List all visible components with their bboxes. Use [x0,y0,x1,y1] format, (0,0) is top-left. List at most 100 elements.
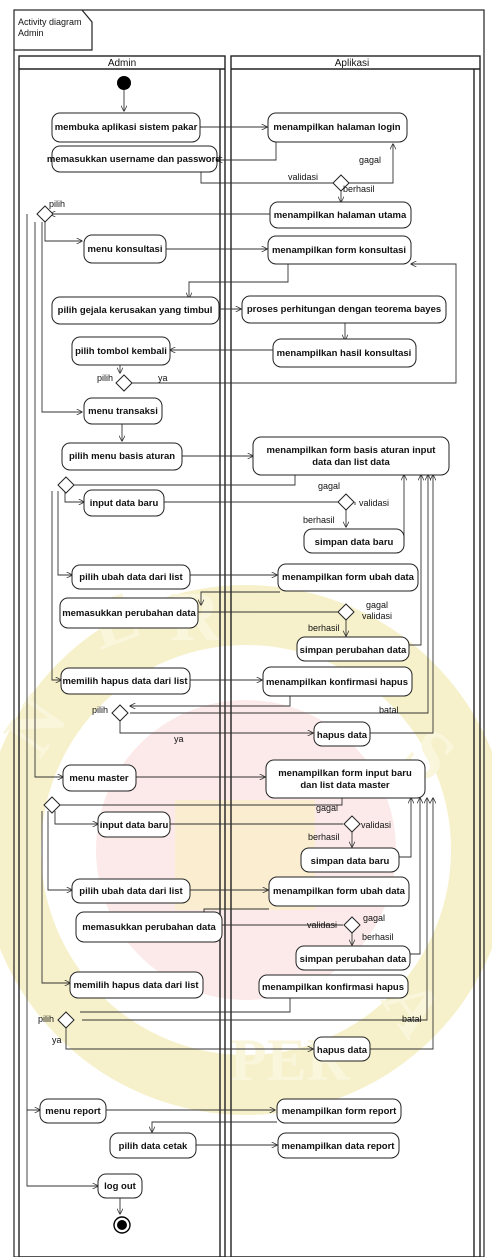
action-simpan-data-baru-2-label: simpan data baru [311,856,390,867]
end-node [113,1216,131,1234]
lane-aplikasi-label: Aplikasi [335,58,369,69]
action-konfirmasi-hapus-2-label: menampilkan konfirmasi hapus [262,982,404,993]
guard-gagal-2: gagal [318,481,340,491]
guard-berhasil-1: berhasil [343,184,375,194]
action-ubah-data-1 [71,564,191,590]
action-pilih-basis-aturan-label: pilih menu basis aturan [69,451,175,462]
action-simpan-data-baru-1-label: simpan data baru [315,537,394,548]
action-simpan-perubahan-2 [295,945,411,971]
action-hapus-data-1-label: memilih hapus data dari list [62,676,188,687]
action-simpan-data-baru-2 [300,847,400,873]
action-form-ubah-data-2 [268,876,410,907]
guard-pilih-3: pilih [92,705,108,715]
decision-basis [57,476,75,494]
action-log-out-label: log out [104,1181,136,1192]
action-perubahan-data-1-label: memasukkan perubahan data [62,608,196,619]
action-pilih-gejala [51,296,220,325]
action-form-report-label: menampilkan form report [282,1106,397,1117]
action-tampil-halaman-utama [269,201,412,229]
action-hasil-konsultasi-label: menampilkan hasil konsultasi [277,348,412,359]
decision-kembali [115,374,133,392]
action-perubahan-data-2-label: memasukkan perubahan data [82,922,216,933]
action-data-report [277,1132,400,1159]
guard-berhasil-4: berhasil [308,832,340,842]
action-simpan-perubahan-1-label: simpan perubahan data [300,645,407,656]
action-pilih-kembali-label: pilih tombol kembali [75,346,167,357]
action-buka-aplikasi-label: membuka aplikasi sistem pakar [55,122,198,133]
action-hapus-1-label: hapus data [317,730,368,741]
action-hapus-2-label: hapus data [317,1045,368,1056]
guard-pilih-2: pilih [97,373,113,383]
action-buka-aplikasi [51,112,201,143]
action-simpan-perubahan-2-label: simpan perubahan data [300,954,407,965]
action-form-basis-aturan-label-1: menampilkan form basis aturan input [267,445,437,456]
action-menu-konsultasi-label: menu konsultasi [88,244,163,255]
action-proses-bayes-label: proses perhitungan dengan teorema bayes [247,304,441,315]
title-line-2: Admin [18,28,44,38]
action-ubah-data-2-label: pilih ubah data dari list [79,886,183,897]
action-menu-master [62,764,137,792]
action-konfirmasi-hapus-1 [262,666,413,697]
decision-validasi-4 [343,916,361,934]
decision-login [332,174,350,192]
decision-validasi-1 [337,493,355,511]
action-perubahan-data-1 [59,597,199,629]
action-form-basis-aturan [252,436,450,476]
action-form-input-master [265,759,426,799]
action-konfirmasi-hapus-1-label: menampilkan konfirmasi hapus [266,677,408,688]
action-tampil-login-label: menampilkan halaman login [273,122,400,133]
action-menu-report [39,1098,107,1124]
action-input-data-baru-1-label: input data baru [90,498,159,509]
action-ubah-data-2 [71,878,191,904]
action-form-input-master-label-1: menampilkan form input baru [278,768,412,779]
action-hapus-data-2-label: memilih hapus data dari list [73,980,199,991]
lane-aplikasi: Aplikasi [230,55,481,1257]
diagram-frame [13,9,485,1257]
action-form-input-master-label-2: dan list data master [300,780,390,791]
action-input-data-baru-2 [97,811,171,838]
action-hapus-data-1 [60,667,191,695]
action-data-report-label: menampilkan data report [282,1141,396,1152]
action-hapus-data-2 [69,971,204,999]
action-masukkan-login-label: memasukkan username dan password [47,154,221,165]
guard-gagal-3: gagal [366,600,388,610]
action-tampil-form-konsultasi-label: menampilkan form konsultasi [272,245,406,256]
action-pilih-kembali [71,336,171,366]
action-pilih-data-cetak [109,1132,197,1159]
action-ubah-data-1-label: pilih ubah data dari list [79,572,183,583]
action-tampil-login [267,112,408,143]
action-tampil-halaman-utama-label: menampilkan halaman utama [274,210,407,221]
lane-admin-label: Admin [108,58,136,69]
guard-batal-2: batal [402,1014,422,1024]
decision-master [43,796,61,814]
guard-validasi-2: validasi [359,498,389,508]
action-menu-master-label: menu master [69,773,128,784]
action-input-data-baru-1 [83,489,165,517]
action-log-out [97,1173,143,1199]
guard-validasi-1: validasi [288,172,318,182]
decision-hapus-1 [111,704,129,722]
action-proses-bayes [241,295,447,324]
guard-gagal-4: gagal [316,803,338,813]
action-konfirmasi-hapus-2 [258,974,409,999]
guard-validasi-4: validasi [361,820,391,830]
guard-validasi-5: validasi [307,920,337,930]
guard-pilih-1: pilih [49,199,65,209]
action-pilih-data-cetak-label: pilih data cetak [119,1141,188,1152]
action-pilih-basis-aturan [61,442,183,471]
action-input-data-baru-2-label: input data baru [100,820,169,831]
guard-ya-1: ya [158,373,168,383]
start-node [117,76,131,90]
action-form-basis-aturan-label-2: data dan list data [312,457,390,468]
action-menu-transaksi [83,397,163,425]
action-pilih-gejala-label: pilih gejala kerusakan yang timbul [58,305,213,316]
guard-ya-3: ya [52,1035,62,1045]
lane-admin: Admin [18,55,226,1257]
action-perubahan-data-2 [75,911,223,943]
edges [26,90,457,1214]
action-hapus-1 [313,721,371,747]
action-menu-transaksi-label: menu transaksi [88,406,158,417]
guard-ya-2: ya [174,734,184,744]
action-tampil-form-konsultasi [267,235,412,265]
action-form-ubah-data-1 [277,563,419,592]
